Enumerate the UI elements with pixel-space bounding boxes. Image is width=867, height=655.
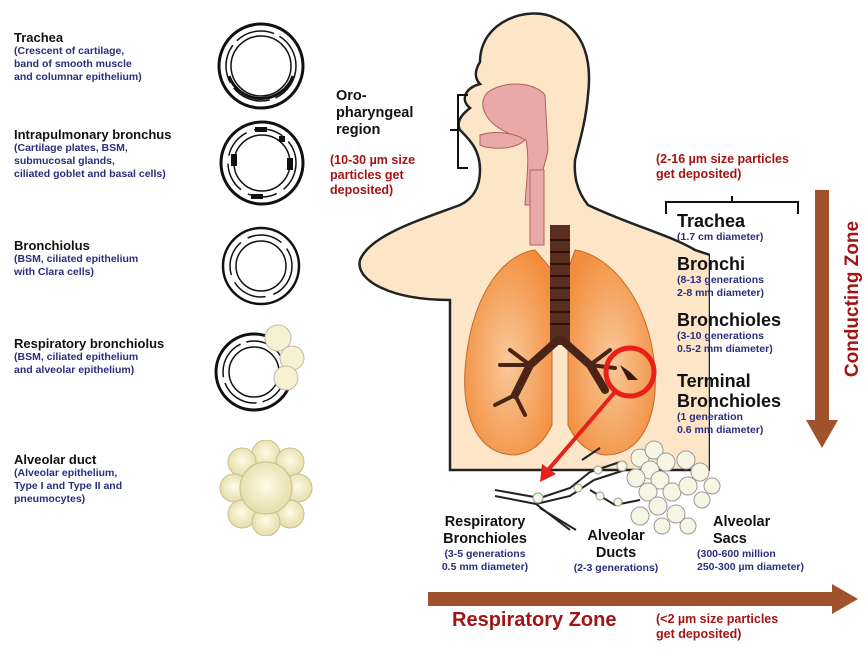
respiratory-item-title: Respiratory Bronchioles (420, 514, 550, 548)
conducting-item-title: Bronchioles (677, 310, 817, 330)
left-item-bronchus: Intrapulmonary bronchus (Cartilage plate… (14, 127, 234, 181)
left-item-title: Intrapulmonary bronchus (14, 127, 234, 142)
respiratory-item-title: Alveolar Ducts (556, 528, 676, 562)
left-item-desc: (Cartilage plates, BSM, submucosal gland… (14, 142, 234, 181)
conducting-item-bronchi: Bronchi (8-13 generations 2-8 mm diamete… (677, 254, 817, 300)
left-item-desc: (Crescent of cartilage, band of smooth m… (14, 45, 214, 84)
trachea-tube (550, 225, 570, 345)
left-item-title: Alveolar duct (14, 452, 214, 467)
left-item-title: Trachea (14, 30, 214, 45)
trachea-cross-section-icon (215, 20, 307, 112)
left-item-title: Respiratory bronchiolus (14, 336, 234, 351)
respiratory-item-resp-bronchioles: Respiratory Bronchioles (3-5 generations… (420, 514, 550, 574)
conducting-item-desc: (1.7 cm diameter) (677, 231, 817, 244)
oropharyngeal-deposit: (10-30 µm size particles get deposited) (330, 153, 460, 198)
left-item-desc: (Alveolar epithelium, Type I and Type II… (14, 467, 214, 506)
respiratory-item-desc: (2-3 generations) (556, 562, 676, 575)
conducting-zone-arrow (806, 190, 838, 450)
respiratory-item-alveolar-sacs: Alveolar Sacs (300-600 million 250-300 µ… (697, 514, 847, 574)
left-item-desc: (BSM, ciliated epithelium and alveolar e… (14, 351, 234, 377)
conducting-item-trachea: Trachea (1.7 cm diameter) (677, 211, 817, 244)
conducting-item-bronchioles: Bronchioles (3-10 generations 0.5-2 mm d… (677, 310, 817, 356)
respiratory-bronchiolus-cross-section-icon (212, 318, 312, 418)
respiratory-deposit: (<2 µm size particles get deposited) (656, 612, 846, 642)
conducting-zone-label-text: Conducting Zone (842, 204, 864, 394)
left-item-title: Bronchiolus (14, 238, 214, 253)
oropharyngeal-label: Oro- pharyngeal region (336, 88, 456, 139)
conducting-item-desc: (3-10 generations 0.5-2 mm diameter) (677, 330, 817, 356)
conducting-item-title: Bronchi (677, 254, 817, 274)
left-item-resp-bronchiolus: Respiratory bronchiolus (BSM, ciliated e… (14, 336, 234, 377)
bronchus-cross-section-icon (217, 118, 307, 208)
bronchiolus-cross-section-icon (220, 225, 302, 307)
conducting-item-title: Terminal Bronchioles (677, 371, 817, 411)
respiratory-zone-label: Respiratory Zone (452, 609, 616, 632)
respiratory-item-title: Alveolar Sacs (697, 514, 847, 548)
respiratory-item-desc: (3-5 generations 0.5 mm diameter) (420, 548, 550, 574)
left-panel: Trachea (Crescent of cartilage, band of … (0, 0, 330, 655)
left-item-alveolar-duct: Alveolar duct (Alveolar epithelium, Type… (14, 452, 214, 506)
conducting-zone-label: Conducting Zone (838, 198, 866, 398)
conducting-item-desc: (8-13 generations 2-8 mm diameter) (677, 274, 817, 300)
conducting-item-title: Trachea (677, 211, 817, 231)
conducting-item-terminal-bronchioles: Terminal Bronchioles (1 generation 0.6 m… (677, 371, 817, 437)
left-item-trachea: Trachea (Crescent of cartilage, band of … (14, 30, 214, 84)
respiratory-item-desc: (300-600 million 250-300 µm diameter) (697, 548, 847, 574)
respiratory-item-alveolar-ducts: Alveolar Ducts (2-3 generations) (556, 528, 676, 575)
left-item-desc: (BSM, ciliated epithelium with Clara cel… (14, 253, 214, 279)
conducting-deposit: (2-16 µm size particles get deposited) (656, 152, 836, 182)
alveolar-duct-cluster-icon (218, 440, 314, 536)
left-item-bronchiolus: Bronchiolus (BSM, ciliated epithelium wi… (14, 238, 214, 279)
